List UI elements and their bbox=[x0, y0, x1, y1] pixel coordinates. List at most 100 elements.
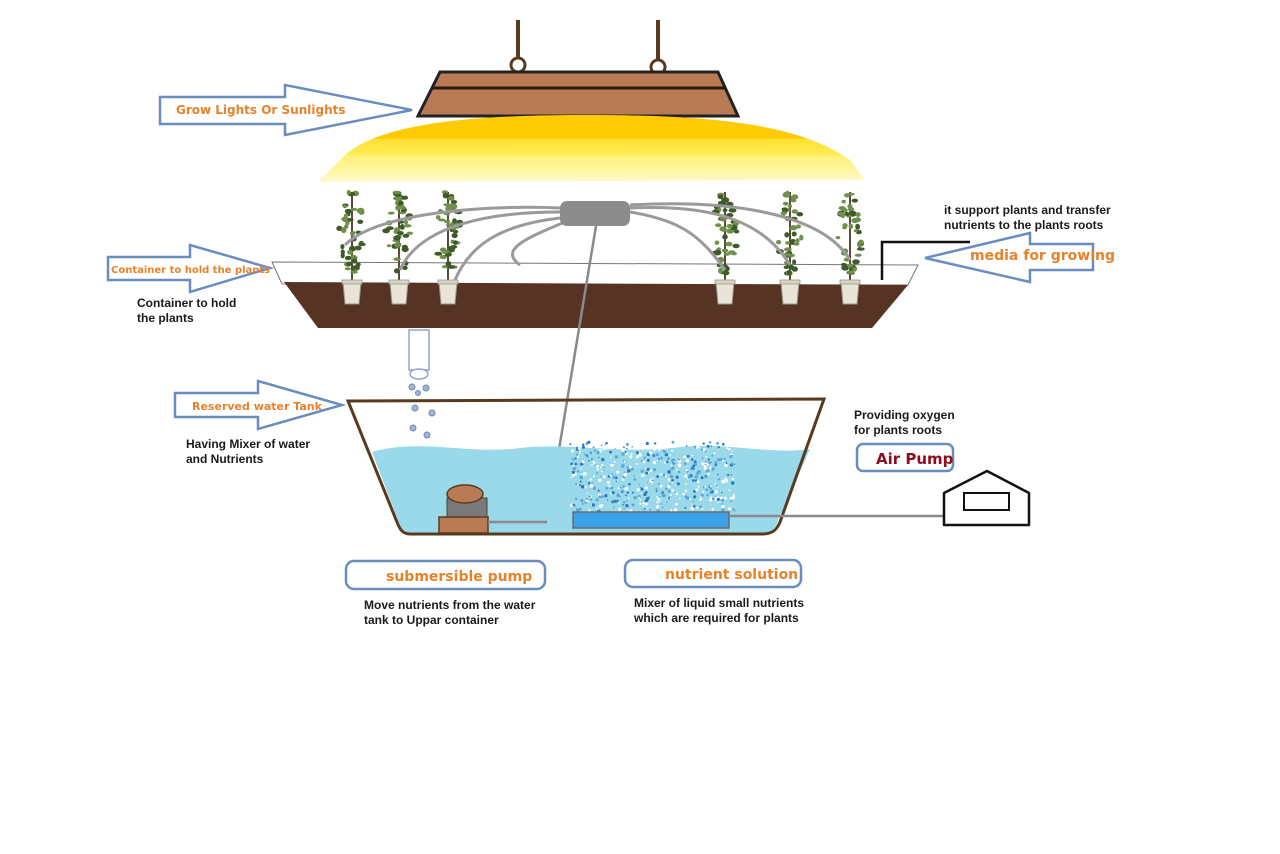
bubble bbox=[621, 464, 625, 468]
bubble bbox=[691, 504, 693, 506]
bubble bbox=[673, 508, 678, 512]
bubble bbox=[692, 500, 695, 503]
bubble bbox=[631, 446, 633, 448]
bubble bbox=[606, 499, 609, 501]
bubble bbox=[721, 499, 724, 502]
bubble bbox=[711, 507, 715, 511]
bubble bbox=[591, 503, 595, 507]
bubble bbox=[575, 482, 578, 486]
bubble bbox=[615, 480, 618, 483]
bubble bbox=[711, 467, 715, 471]
bubble bbox=[614, 455, 618, 459]
bubble bbox=[593, 449, 597, 452]
bubble bbox=[697, 445, 700, 449]
bubble bbox=[611, 464, 614, 467]
bubble bbox=[717, 501, 719, 504]
bubble bbox=[623, 472, 627, 477]
bubble bbox=[682, 492, 685, 496]
bubble bbox=[655, 490, 658, 492]
bubble bbox=[604, 494, 608, 498]
bubble bbox=[652, 460, 657, 464]
bubble bbox=[622, 446, 626, 449]
media-label: media for growing bbox=[970, 248, 1115, 264]
bubble bbox=[653, 448, 656, 451]
bubble bbox=[669, 474, 674, 479]
bubble bbox=[606, 480, 611, 484]
bubble bbox=[690, 458, 694, 461]
bubble bbox=[626, 447, 628, 450]
bubble bbox=[577, 447, 581, 451]
grow-lights-arrow: Grow Lights Or Sunlights bbox=[158, 83, 413, 137]
bubble bbox=[571, 449, 575, 453]
bubble bbox=[721, 459, 725, 462]
bubble bbox=[708, 441, 712, 444]
bubble bbox=[685, 496, 690, 500]
bubble bbox=[710, 496, 713, 499]
bubble bbox=[693, 490, 696, 493]
bubble bbox=[630, 467, 634, 471]
bubble bbox=[626, 491, 629, 494]
air-pump-label-box: Air Pump bbox=[855, 442, 955, 473]
bubble bbox=[645, 486, 648, 490]
bubble bbox=[669, 483, 671, 486]
plant bbox=[336, 190, 366, 305]
bubble bbox=[587, 500, 590, 503]
container-label: Container to hold the plants bbox=[111, 265, 270, 276]
bubble bbox=[592, 486, 597, 490]
bubble bbox=[575, 453, 579, 456]
bubble bbox=[730, 481, 735, 485]
bubble bbox=[692, 504, 696, 508]
bubble bbox=[598, 495, 602, 499]
bubble bbox=[571, 443, 573, 445]
bubble bbox=[679, 442, 681, 444]
bubble bbox=[605, 442, 608, 445]
bubble bbox=[730, 462, 734, 465]
bubble bbox=[675, 484, 677, 486]
bubble bbox=[689, 498, 692, 500]
bubble bbox=[623, 501, 626, 504]
bubble bbox=[571, 457, 573, 459]
bubble bbox=[582, 475, 585, 477]
bubble bbox=[667, 478, 671, 482]
bubble bbox=[572, 503, 575, 506]
bubble bbox=[595, 503, 597, 505]
bubble bbox=[611, 491, 615, 495]
bubble bbox=[571, 470, 576, 474]
bubble bbox=[659, 484, 663, 488]
bubble bbox=[685, 445, 688, 447]
grow-lights-label: Grow Lights Or Sunlights bbox=[176, 103, 346, 117]
bubble bbox=[640, 469, 644, 473]
bubble bbox=[600, 475, 602, 478]
bubble bbox=[623, 507, 625, 510]
bubble bbox=[670, 449, 673, 452]
bubble bbox=[579, 450, 582, 453]
bubble bbox=[616, 470, 620, 474]
bubble bbox=[696, 506, 699, 509]
plant bbox=[382, 190, 414, 305]
bubble bbox=[622, 504, 624, 506]
bubble bbox=[598, 478, 602, 483]
water-drops bbox=[408, 383, 436, 439]
bubble bbox=[725, 480, 728, 483]
bubble bbox=[589, 498, 593, 501]
bubble bbox=[685, 489, 687, 491]
bubble bbox=[643, 505, 645, 508]
bubble bbox=[660, 456, 663, 460]
bubble bbox=[590, 458, 594, 461]
bubble bbox=[733, 463, 736, 465]
submersible-pump-label: submersible pump bbox=[386, 569, 532, 585]
bubble bbox=[638, 496, 640, 499]
bubble bbox=[649, 469, 653, 472]
bubble bbox=[706, 444, 710, 448]
bubble bbox=[717, 458, 721, 462]
tank-desc-line1: Having Mixer of water bbox=[186, 437, 310, 451]
bubble bbox=[677, 463, 682, 468]
bubble bbox=[569, 443, 572, 446]
bubble bbox=[578, 507, 582, 511]
container-desc-line1: Container to hold bbox=[137, 296, 236, 310]
bubble bbox=[607, 446, 609, 448]
bubble bbox=[572, 467, 576, 471]
bubble bbox=[696, 480, 700, 484]
bubble bbox=[600, 466, 602, 469]
bubble bbox=[697, 470, 701, 474]
